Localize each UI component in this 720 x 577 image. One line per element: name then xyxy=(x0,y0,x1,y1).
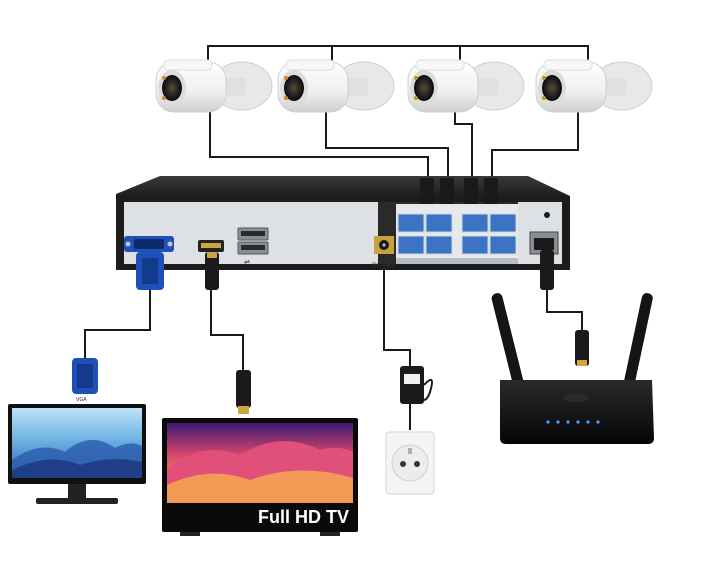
camera2-poe-cable xyxy=(326,112,448,178)
vga-connector-icon xyxy=(136,252,164,290)
computer-monitor xyxy=(8,404,146,504)
router-cable xyxy=(547,290,582,330)
camera-top-cable xyxy=(208,46,588,66)
nvr-recorder: ⇌ DC 48V xyxy=(116,176,570,270)
vga-connector-icon-monitor: VGA xyxy=(72,358,98,403)
camera-2 xyxy=(278,60,394,112)
svg-text:⇌: ⇌ xyxy=(244,258,250,266)
dc-power-port-icon: DC 48V xyxy=(372,236,395,269)
hdmi-cable xyxy=(211,290,243,370)
power-cable xyxy=(384,270,410,366)
vga-cable xyxy=(85,290,150,358)
wall-socket xyxy=(386,432,434,494)
camera4-poe-cable xyxy=(492,112,578,178)
hdmi-connector-icon xyxy=(205,252,219,290)
dc-label: DC 48V xyxy=(372,262,395,269)
camera-3 xyxy=(408,60,524,112)
vga-port-icon xyxy=(124,236,174,252)
poe-port-block xyxy=(396,204,518,264)
svg-text:VGA: VGA xyxy=(76,397,87,403)
camera-1 xyxy=(156,60,272,112)
television: Full HD TV xyxy=(162,418,358,536)
power-adapter xyxy=(400,366,432,404)
camera1-poe-cable xyxy=(210,112,428,178)
tv-screen-text: Full HD TV xyxy=(258,507,349,527)
camera-4 xyxy=(536,60,652,112)
wifi-router xyxy=(491,292,654,444)
hdmi-connector-icon-tv xyxy=(236,370,251,414)
camera3-poe-cable xyxy=(455,112,472,178)
hdmi-port-icon xyxy=(198,240,224,252)
